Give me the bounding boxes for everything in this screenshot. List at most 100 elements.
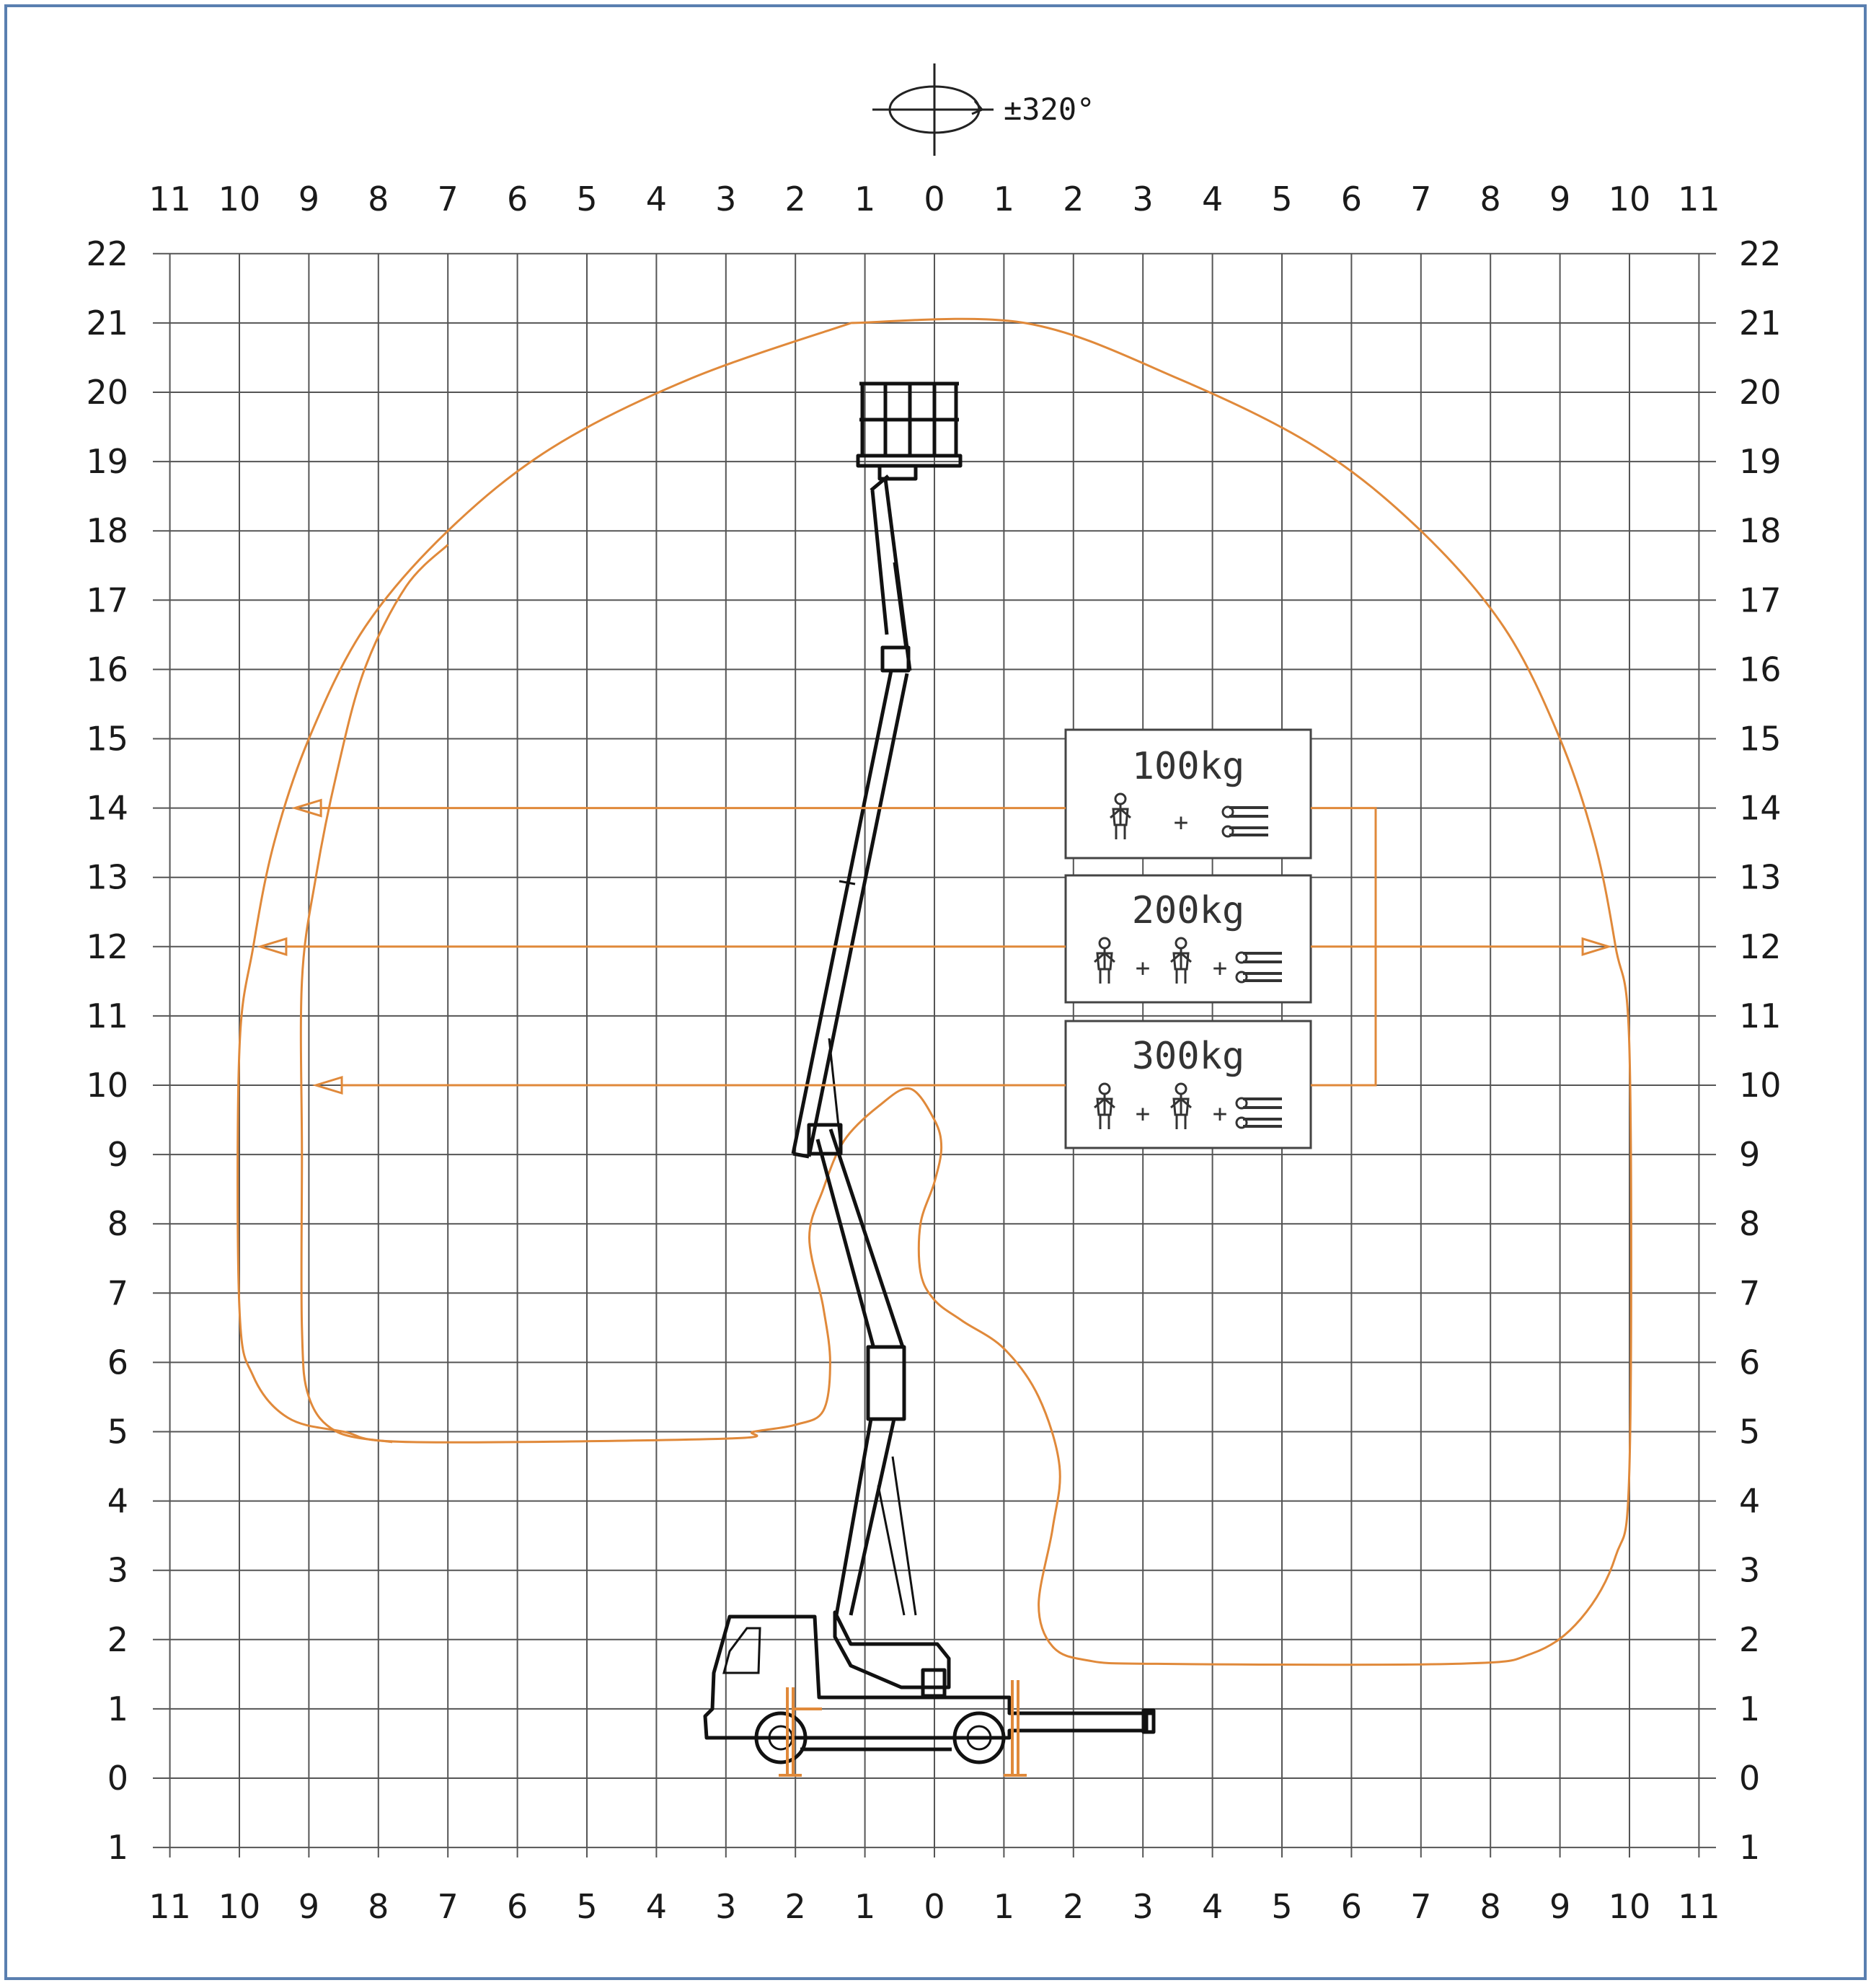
x-tick-label-bottom: 2 xyxy=(785,1887,806,1926)
y-tick-label-left: 12 xyxy=(86,927,128,966)
y-tick-label-right: 3 xyxy=(1739,1551,1760,1590)
y-tick-label-left: 22 xyxy=(86,234,128,273)
outer-frame xyxy=(4,4,1867,1980)
x-tick-label-bottom: 8 xyxy=(368,1887,389,1926)
y-tick-label-left: 19 xyxy=(86,442,128,481)
x-tick-label-top: 3 xyxy=(715,180,736,218)
truck-platform-illustration xyxy=(703,381,1156,1777)
x-tick-label-top: 3 xyxy=(1133,180,1154,218)
reach-envelope-inner xyxy=(299,544,449,1444)
y-tick-label-right: 4 xyxy=(1739,1482,1760,1521)
person-icon xyxy=(1110,792,1131,839)
y-tick-label-right: 12 xyxy=(1739,927,1782,966)
load-label-300: 300kg xyxy=(1132,1035,1245,1078)
x-tick-label-top: 2 xyxy=(1063,180,1084,218)
tools-icon xyxy=(1235,1097,1282,1129)
y-tick-label-left: 20 xyxy=(86,373,128,412)
load-box-200: 200kg + + xyxy=(1064,874,1312,1004)
y-tick-label-right: 20 xyxy=(1739,373,1782,412)
x-tick-label-bottom: 10 xyxy=(218,1887,261,1926)
x-tick-label-bottom: 11 xyxy=(149,1887,191,1926)
y-tick-label-right: 5 xyxy=(1739,1413,1760,1452)
y-tick-label-right: 19 xyxy=(1739,442,1782,481)
plus-sign: + xyxy=(1213,954,1227,983)
y-tick-label-right: 16 xyxy=(1739,650,1782,689)
person-icon xyxy=(1170,937,1192,984)
person-icon xyxy=(1170,1082,1192,1129)
x-tick-label-bottom: 4 xyxy=(646,1887,667,1926)
x-tick-label-top: 5 xyxy=(576,180,597,218)
y-tick-label-left: 1 xyxy=(107,1689,128,1728)
x-tick-label-top: 6 xyxy=(507,180,528,218)
x-tick-label-top: 7 xyxy=(1410,180,1431,218)
x-tick-label-bottom: 9 xyxy=(1549,1887,1570,1926)
y-tick-label-left: 13 xyxy=(86,858,128,897)
y-tick-label-left: 18 xyxy=(86,511,128,550)
person-icon xyxy=(1094,937,1115,984)
x-tick-label-bottom: 2 xyxy=(1063,1887,1084,1926)
x-tick-label-bottom: 7 xyxy=(438,1887,459,1926)
x-tick-label-bottom: 3 xyxy=(1133,1887,1154,1926)
x-tick-label-bottom: 1 xyxy=(854,1887,875,1926)
x-tick-label-bottom: 6 xyxy=(1341,1887,1362,1926)
y-tick-label-left: 21 xyxy=(86,304,128,343)
x-tick-label-bottom: 1 xyxy=(994,1887,1014,1926)
arrowhead-left xyxy=(256,937,288,956)
x-tick-label-bottom: 4 xyxy=(1202,1887,1223,1926)
y-tick-label-right: 2 xyxy=(1739,1620,1760,1659)
x-tick-label-top: 7 xyxy=(438,180,459,218)
x-tick-label-bottom: 11 xyxy=(1678,1887,1720,1926)
load-box-100: 100kg + xyxy=(1064,728,1312,860)
y-tick-label-right: 22 xyxy=(1739,234,1782,273)
y-tick-label-right: 17 xyxy=(1739,580,1782,619)
grid xyxy=(153,252,1716,1857)
x-tick-label-top: 4 xyxy=(646,180,667,218)
x-tick-label-top: 10 xyxy=(1609,180,1651,218)
x-tick-label-bottom: 5 xyxy=(1271,1887,1292,1926)
y-tick-label-left: 16 xyxy=(86,650,128,689)
tools-icon xyxy=(1221,805,1268,838)
rotation-label: ±320° xyxy=(1004,92,1094,127)
rotation-indicator: ±320° xyxy=(872,63,1094,156)
y-tick-label-right: 9 xyxy=(1739,1135,1760,1174)
y-tick-label-left: 14 xyxy=(86,789,128,828)
y-tick-label-right: 13 xyxy=(1739,858,1782,897)
load-box-100-frame xyxy=(1064,728,1312,860)
y-tick-label-right: 14 xyxy=(1739,789,1782,828)
x-tick-label-bottom: 6 xyxy=(507,1887,528,1926)
x-tick-label-top: 9 xyxy=(1549,180,1570,218)
x-tick-label-top: 1 xyxy=(994,180,1014,218)
y-tick-label-left: 5 xyxy=(107,1413,128,1452)
y-tick-label-left: 1 xyxy=(107,1828,128,1867)
plus-sign: + xyxy=(1136,954,1150,983)
arrowhead-right xyxy=(1581,937,1613,956)
arrowhead-left xyxy=(291,798,322,818)
x-tick-label-bottom: 8 xyxy=(1480,1887,1501,1926)
upper-boom xyxy=(791,670,909,1159)
jib-arm xyxy=(870,474,912,673)
x-tick-label-top: 8 xyxy=(1480,180,1501,218)
x-tick-label-top: 4 xyxy=(1202,180,1223,218)
y-tick-label-right: 6 xyxy=(1739,1343,1760,1382)
outriggers xyxy=(779,1680,1027,1777)
y-tick-label-right: 1 xyxy=(1739,1689,1760,1728)
tick-labels: 1111101099887766554433221100112233445566… xyxy=(86,180,1781,1926)
y-tick-label-right: 0 xyxy=(1739,1759,1760,1798)
y-tick-label-right: 11 xyxy=(1739,997,1782,1035)
y-tick-label-left: 15 xyxy=(86,720,128,759)
x-tick-label-bottom: 3 xyxy=(715,1887,736,1926)
y-tick-label-right: 7 xyxy=(1739,1273,1760,1312)
x-tick-label-top: 5 xyxy=(1271,180,1292,218)
plus-sign: + xyxy=(1174,808,1188,837)
y-tick-label-left: 10 xyxy=(86,1066,128,1105)
work-basket xyxy=(856,381,963,481)
x-tick-label-bottom: 0 xyxy=(924,1887,945,1926)
load-label-100: 100kg xyxy=(1132,745,1245,788)
x-tick-label-top: 11 xyxy=(149,180,191,218)
reach-arrows xyxy=(256,798,1613,1095)
reach-envelope-outer xyxy=(236,317,1632,1666)
y-tick-label-left: 6 xyxy=(107,1343,128,1382)
x-tick-label-top: 10 xyxy=(218,180,261,218)
